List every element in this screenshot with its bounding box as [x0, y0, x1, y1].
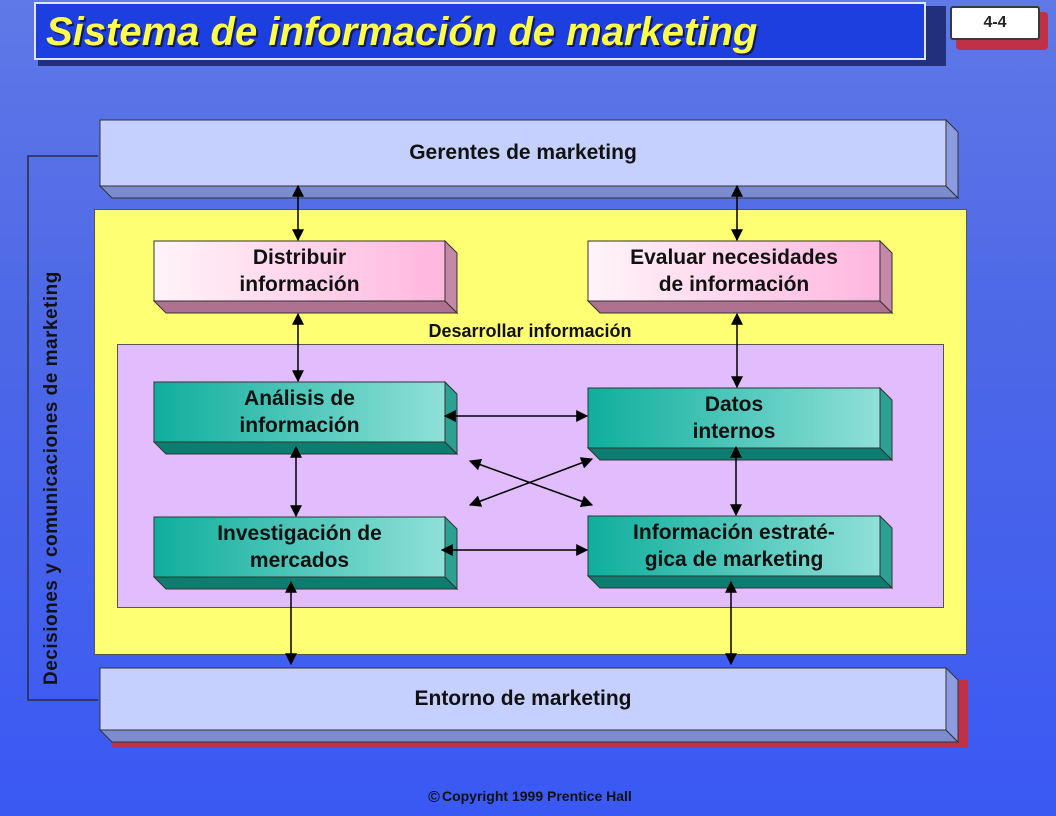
marketing-environment-label: Entorno de marketing: [414, 687, 632, 711]
assess-line-2: de información: [658, 273, 810, 296]
information-analysis-label: Análisis de información: [154, 382, 445, 442]
distribute-information-box: [152, 239, 459, 315]
marketing-managers-label: Gerentes de marketing: [409, 141, 637, 165]
analysis-line-2: información: [239, 414, 360, 437]
assess-needs-label: Evaluar necesidades de información: [588, 241, 880, 301]
market-research-box: [152, 515, 459, 591]
title-banner: [34, 2, 926, 60]
internal-line-1: Datos: [704, 392, 764, 416]
market-research-label: Investigación de mercados: [154, 517, 445, 577]
research-line-2: mercados: [249, 549, 350, 572]
marketing-environment-box: [98, 666, 968, 748]
internal-line-2: internos: [692, 420, 776, 443]
feedback-bracket-line: [27, 155, 98, 701]
internal-data-label: Datos internos: [588, 388, 880, 448]
internal-data-box: [586, 386, 894, 462]
arrow-cross-2: [468, 457, 594, 507]
distribute-line-1: Distribuir: [252, 245, 347, 269]
distribute-line-2: información: [239, 273, 360, 296]
intelligence-line-2: gica de marketing: [644, 548, 824, 571]
research-line-1: Investigación de: [217, 521, 382, 545]
copyright-text: Copyright 1999 Prentice Hall: [441, 788, 632, 804]
develop-information-label: Desarrollar información: [428, 321, 632, 341]
assess-line-1: Evaluar necesidades: [630, 245, 838, 269]
intelligence-line-1: Información estraté-: [633, 520, 835, 544]
copyright-symbol: ©: [428, 789, 440, 806]
assess-needs-box: [586, 239, 894, 315]
marketing-intelligence-label: Información estraté- gica de marketing: [588, 516, 880, 576]
distribute-information-label: Distribuir información: [154, 241, 445, 301]
marketing-intelligence-box: [586, 514, 894, 590]
analysis-line-1: Análisis de: [244, 386, 355, 410]
page-title: Sistema de información de marketing: [46, 10, 758, 54]
slide-number-badge: 4-4: [950, 6, 1040, 40]
copyright-notice: ©Copyright 1999 Prentice Hall: [360, 788, 700, 807]
information-analysis-box: [152, 380, 459, 456]
marketing-managers-box: [98, 118, 960, 200]
